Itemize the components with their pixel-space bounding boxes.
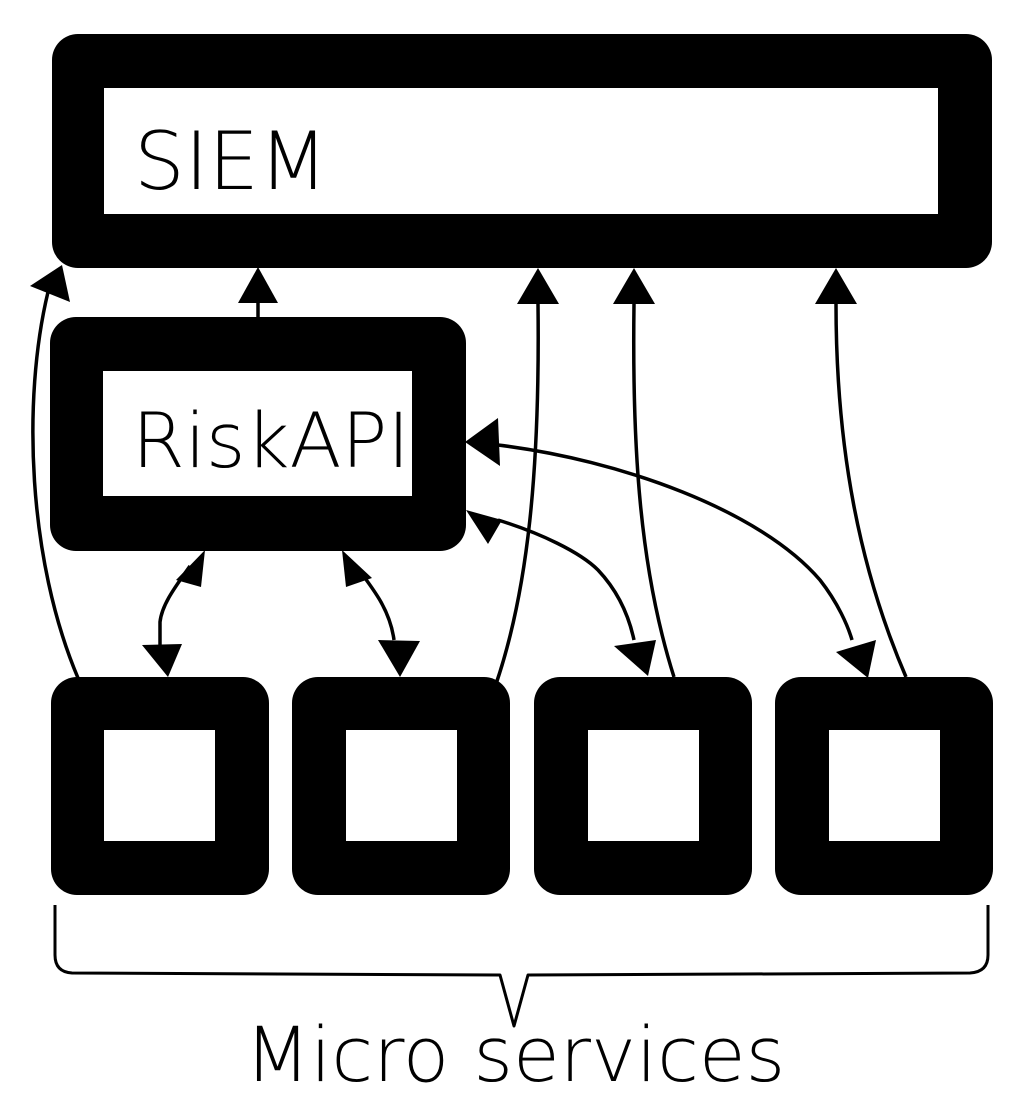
siem-node: SIEM [52,34,992,268]
edge-riskapi-ms2 [342,550,420,677]
edge-ms4-to-siem [815,268,908,678]
microservice-node-2 [292,677,510,895]
riskapi-label: RiskAPI [132,396,410,485]
edge-riskapi-to-siem [238,267,278,318]
microservice-node-3 [534,677,752,895]
edge-ms2-to-siem [494,268,559,685]
microservice-node-4 [775,677,993,895]
edge-riskapi-ms4 [465,418,876,678]
microservice-node-1 [51,677,269,895]
edge-riskapi-ms1 [142,550,205,677]
edge-ms1-to-siem [30,265,80,679]
edge-ms3-to-siem [613,268,676,678]
microservices-group-label: Micro services [245,1010,786,1099]
siem-label: SIEM [134,115,328,208]
riskapi-node: RiskAPI [50,317,466,551]
microservices-brace [53,905,990,1028]
edge-riskapi-ms3 [466,510,656,676]
